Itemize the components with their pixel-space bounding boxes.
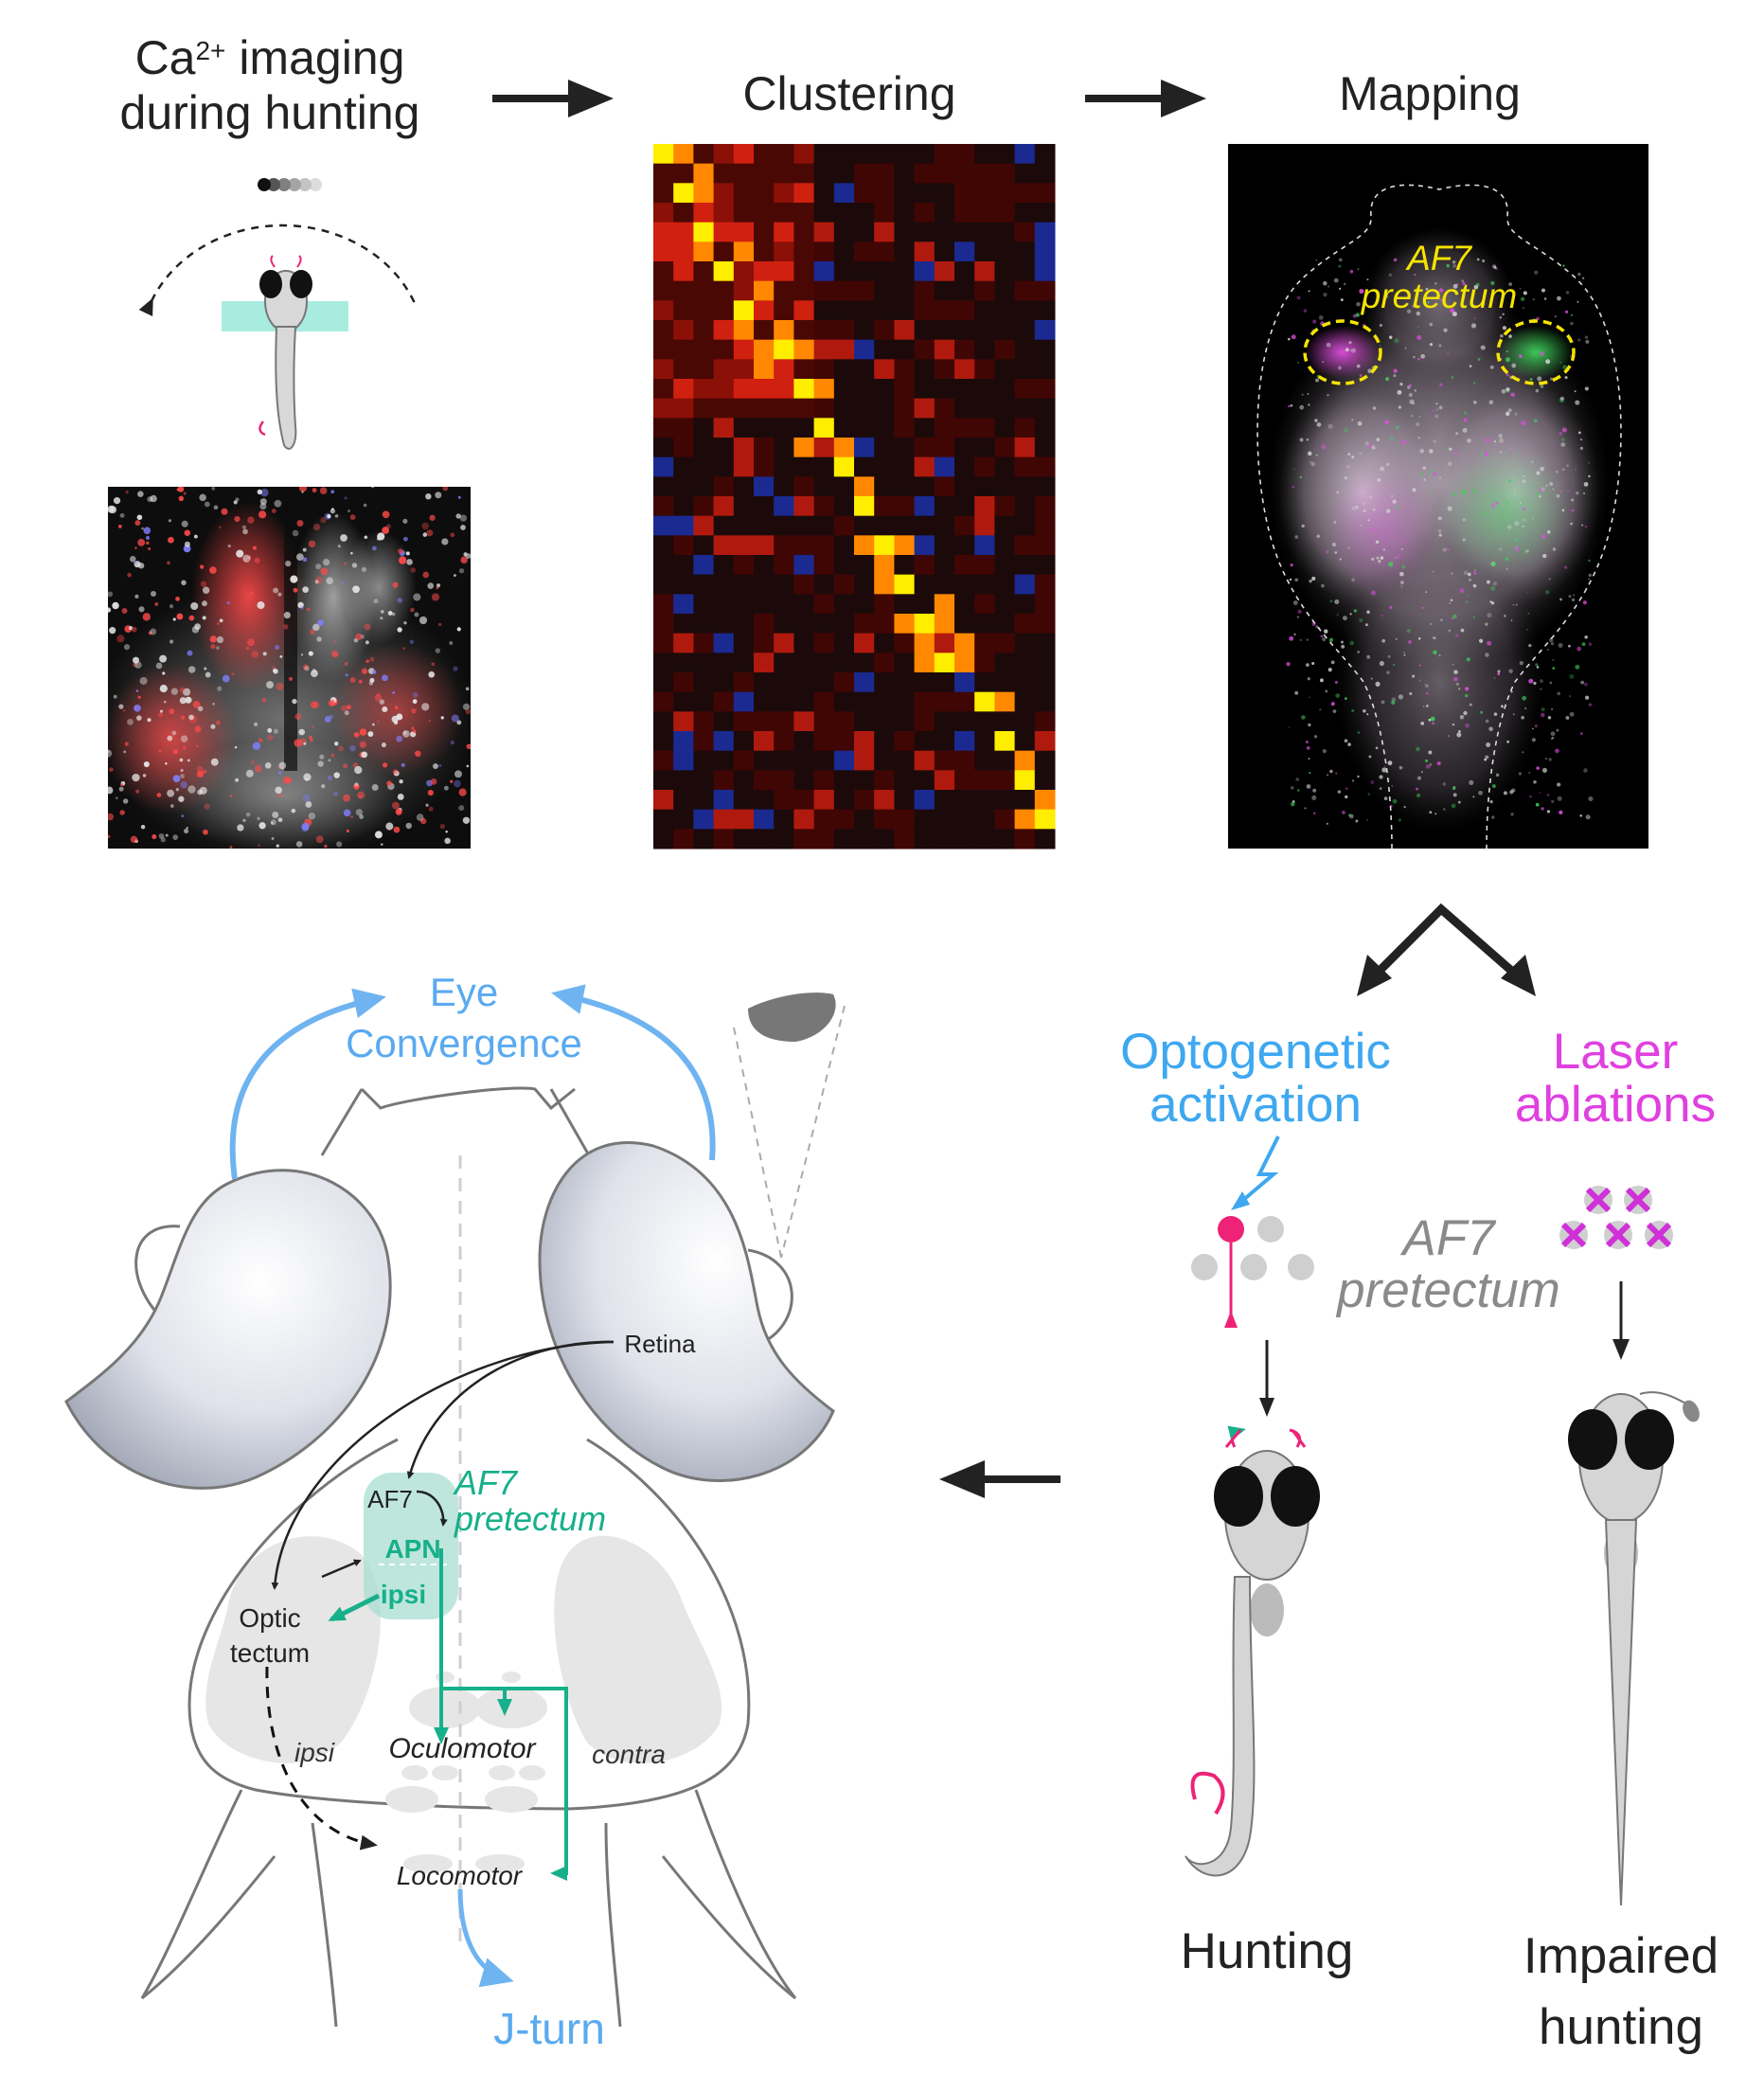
center-af7-label: AF7 xyxy=(1399,1210,1497,1266)
larva-icon xyxy=(1185,1425,1320,1877)
opto-label-line2: activation xyxy=(1149,1077,1362,1133)
split-arrow-icon xyxy=(1357,903,1536,996)
prey-dot xyxy=(277,178,291,191)
outcome-impaired-line1: Impaired xyxy=(1523,1928,1719,1984)
locomotor-label: Locomotor xyxy=(397,1861,524,1890)
outcome-impaired-line2: hunting xyxy=(1539,1999,1703,2055)
laser-label-line1: Laser xyxy=(1553,1024,1679,1080)
cross-icon xyxy=(1645,1221,1673,1249)
down-arrow-icon xyxy=(1613,1281,1630,1360)
af7-pretectum-label-line1: AF7 xyxy=(453,1463,519,1502)
af7-roi-left xyxy=(1303,319,1382,385)
cross-icon xyxy=(1584,1186,1613,1214)
right-arrow-icon xyxy=(1085,80,1206,117)
af7-label: AF7 xyxy=(367,1485,413,1513)
cross-icon xyxy=(1559,1221,1588,1249)
prey-dot xyxy=(298,178,312,191)
lightning-icon xyxy=(1231,1135,1280,1210)
prey-dot xyxy=(258,178,271,191)
mapping-title: Mapping xyxy=(1339,67,1521,120)
left-eye xyxy=(64,1169,392,1490)
ipsi-side-label: ipsi xyxy=(294,1738,335,1767)
optic-tectum-line1: Optic xyxy=(239,1603,300,1633)
ablation-crosses xyxy=(1559,1186,1673,1249)
right-eye xyxy=(538,1141,835,1482)
mapping-panel: AF7 pretectum xyxy=(1228,144,1648,849)
mapping-af7-label: AF7 xyxy=(1405,239,1472,277)
left-arrow-icon xyxy=(939,1460,1060,1498)
optic-tectum-line2: tectum xyxy=(230,1638,310,1668)
larva-icon xyxy=(1568,1391,1700,1906)
right-arrow-icon xyxy=(492,80,614,117)
center-pretectum-label: pretectum xyxy=(1335,1262,1560,1318)
mapping-pretectum-label: pretectum xyxy=(1361,277,1518,315)
prey-dot xyxy=(288,178,301,191)
hunting-schematic xyxy=(138,178,419,450)
laser-label-line2: ablations xyxy=(1515,1077,1716,1133)
calcium-imaging-panel xyxy=(108,487,471,849)
jturn-label: J-turn xyxy=(493,2004,605,2053)
clustering-heatmap xyxy=(653,144,1056,849)
opto-label-line1: Optogenetic xyxy=(1120,1024,1391,1080)
neuron-icon xyxy=(1191,1216,1314,1328)
retina-label: Retina xyxy=(624,1330,696,1358)
clustering-title: Clustering xyxy=(742,67,955,120)
prey-dot xyxy=(309,178,322,191)
oculomotor-label: Oculomotor xyxy=(388,1733,536,1764)
cross-icon xyxy=(1604,1221,1632,1249)
imaging-title-line1: Ca2+ imaging xyxy=(135,31,405,84)
outcome-hunting: Hunting xyxy=(1181,1923,1354,1979)
prey-dot xyxy=(267,178,280,191)
contra-side-label: contra xyxy=(592,1740,666,1769)
ipsi-box-label: ipsi xyxy=(381,1580,426,1609)
circuit-model: Eye Convergence Retina AF7 AF7 pretectum… xyxy=(64,970,846,2053)
larva-icon xyxy=(258,255,312,450)
imaging-title-line2: during hunting xyxy=(120,86,420,139)
cross-icon xyxy=(1624,1186,1652,1214)
af7-roi-right xyxy=(1496,319,1576,385)
eye-convergence-line1: Eye xyxy=(430,970,498,1014)
apn-label: APN xyxy=(384,1534,440,1564)
af7-pretectum-label-line2: pretectum xyxy=(454,1499,606,1538)
eye-convergence-line2: Convergence xyxy=(346,1021,582,1065)
down-arrow-icon xyxy=(1259,1340,1274,1417)
